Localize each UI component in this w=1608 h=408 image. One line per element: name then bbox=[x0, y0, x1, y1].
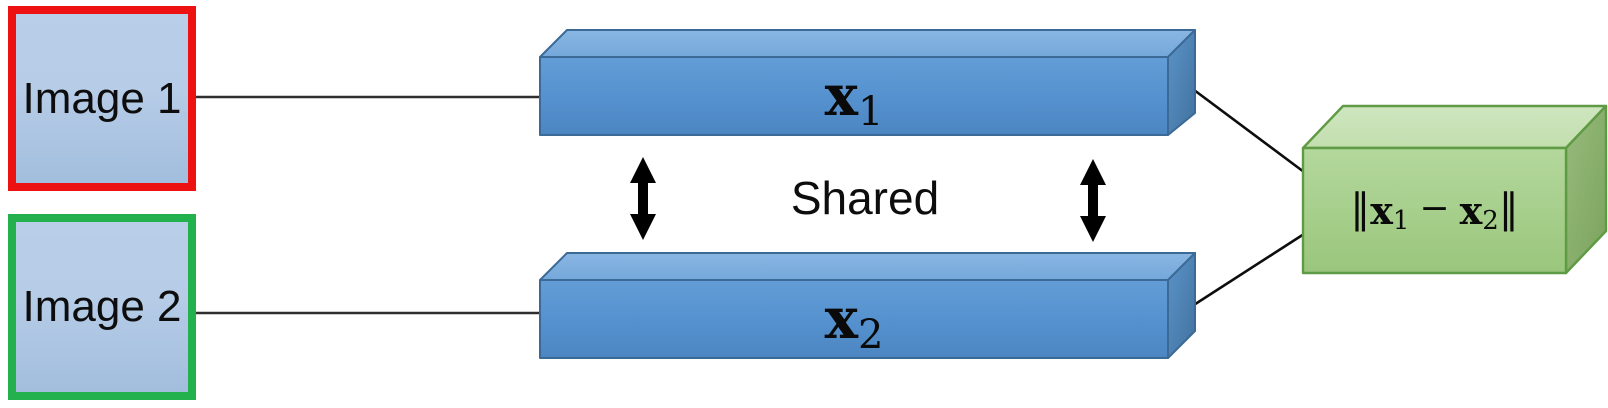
shared-weights-arrow-left bbox=[630, 157, 656, 240]
connector-x1-to-output bbox=[1185, 82, 1305, 174]
distance-output-box bbox=[1301, 104, 1608, 275]
x2-bar-front-face bbox=[539, 279, 1169, 359]
x1-bar-front-face bbox=[539, 56, 1169, 136]
shared-weights-label: Shared bbox=[790, 172, 940, 224]
feature-vector-x1-bar bbox=[539, 29, 1196, 136]
input-image1-box: Image 1 bbox=[8, 6, 196, 191]
feature-vector-x2-bar bbox=[539, 252, 1196, 359]
input-image2-box: Image 2 bbox=[8, 214, 196, 400]
shared-weights-arrow-right bbox=[1080, 159, 1106, 242]
input-image1-label: Image 1 bbox=[22, 73, 182, 123]
x2-bar-top-face bbox=[539, 252, 1196, 281]
output-box-top-face bbox=[1301, 104, 1608, 150]
input-image2-label: Image 2 bbox=[22, 282, 182, 331]
output-box-front-face bbox=[1301, 146, 1568, 275]
connector-x2-to-output bbox=[1185, 232, 1305, 312]
x1-bar-top-face bbox=[539, 29, 1196, 58]
